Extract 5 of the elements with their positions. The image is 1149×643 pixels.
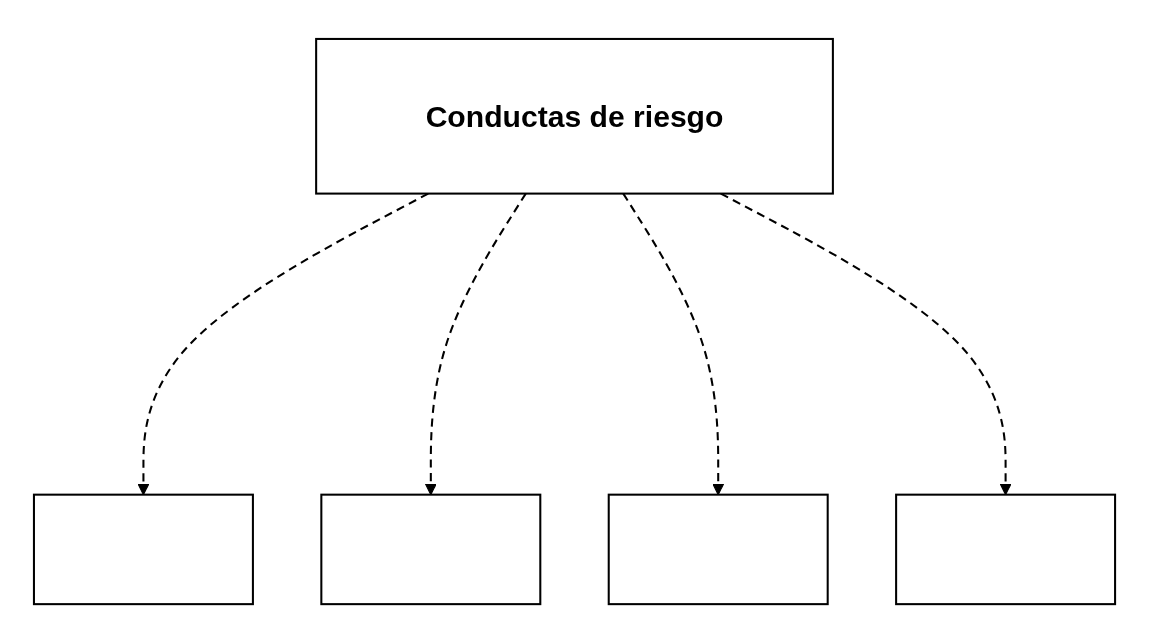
node-box: Conductas de riesgo	[315, 37, 834, 195]
node-box	[32, 493, 254, 606]
node-box	[607, 493, 829, 606]
node-box	[320, 493, 542, 606]
node-box	[895, 493, 1117, 606]
